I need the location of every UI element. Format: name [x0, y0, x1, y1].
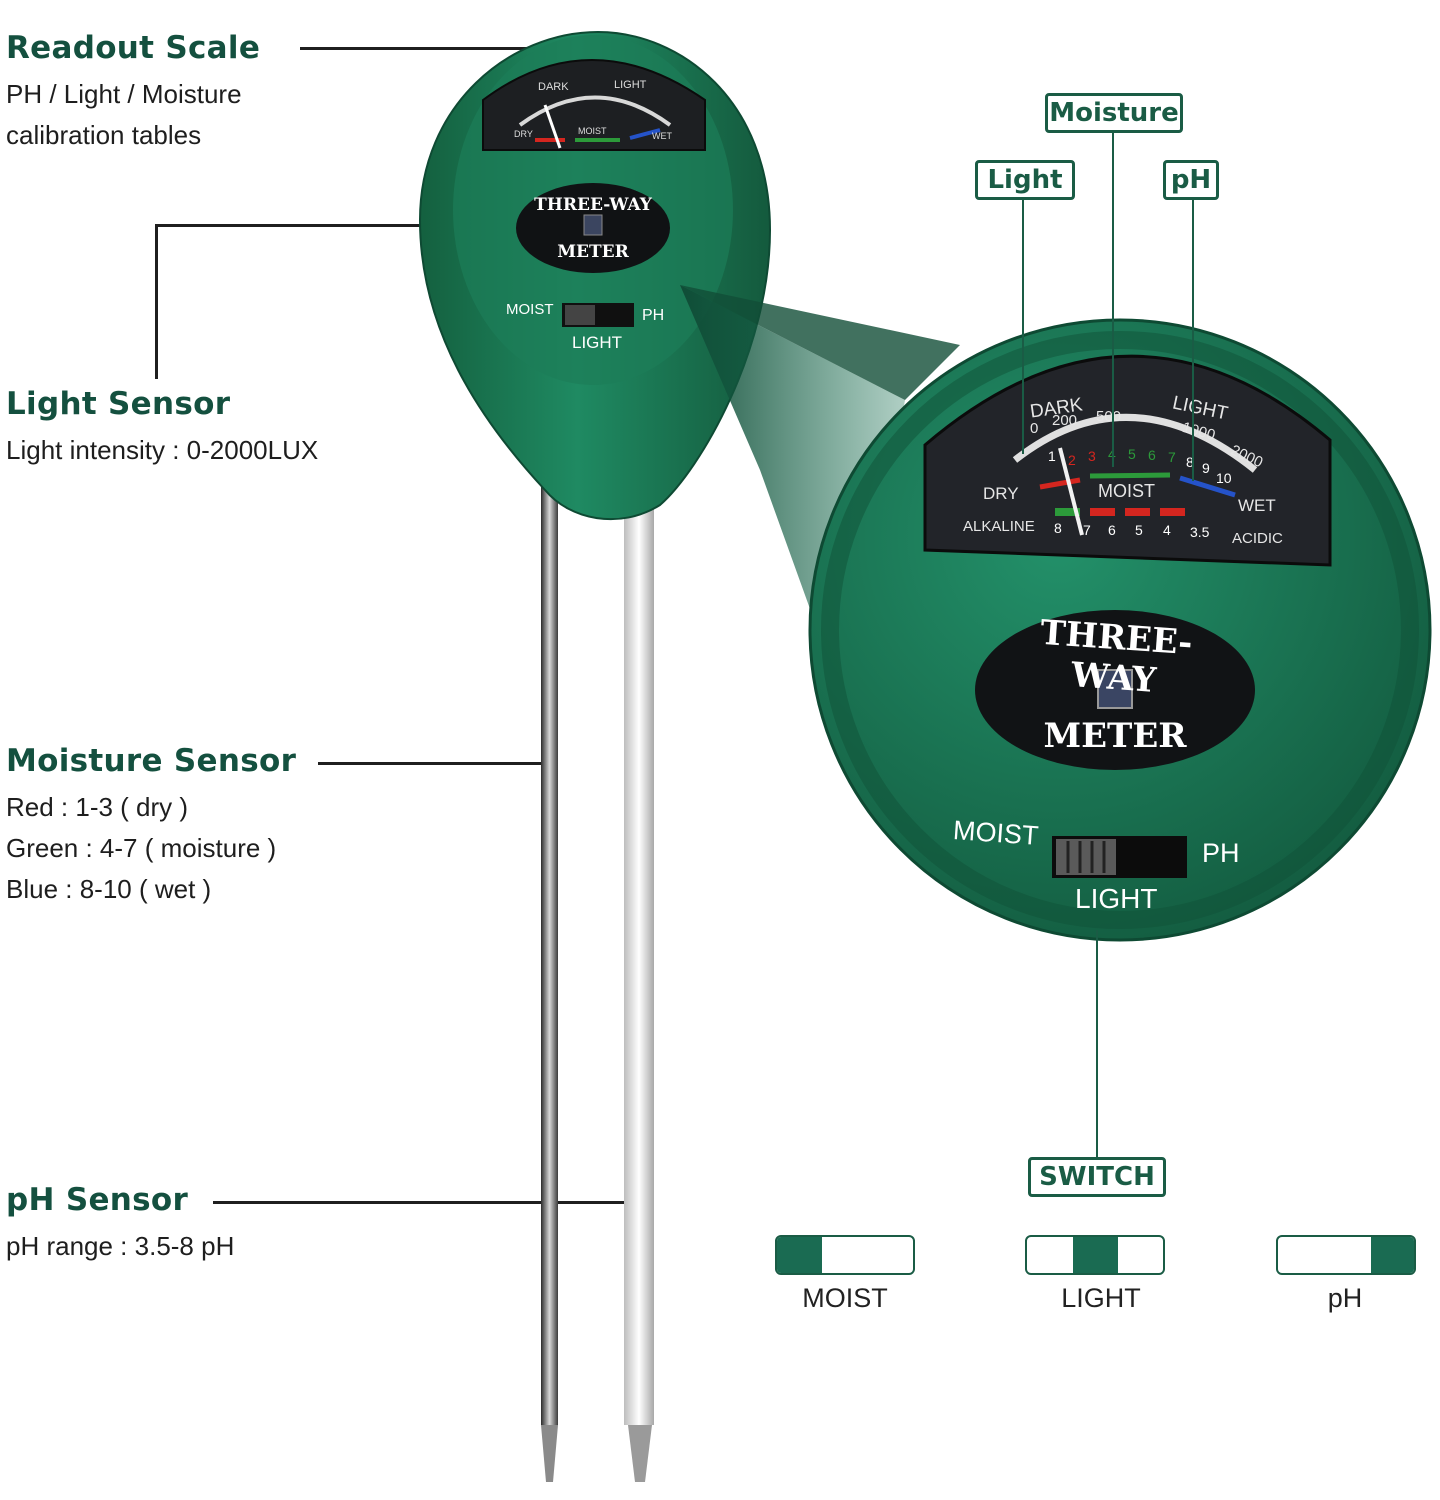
zoom-dial-needle — [1058, 447, 1084, 536]
moist-scale-6: 6 — [1148, 447, 1156, 463]
zoom-badge-top: THREE-WAY — [1039, 612, 1194, 701]
dial-moist-label: MOIST — [1098, 481, 1155, 501]
svg-text:PH: PH — [642, 307, 664, 324]
svg-text:DARK: DARK — [538, 81, 569, 93]
moist-scale-4: 4 — [1108, 446, 1116, 462]
moisture-sensor-title: Moisture Sensor — [6, 743, 297, 779]
readout-scale-title: Readout Scale — [6, 30, 261, 66]
small-dial-needle — [543, 104, 562, 149]
switch-mode-moist-icon — [775, 1235, 915, 1275]
ph-scale-5: 5 — [1135, 522, 1143, 538]
svg-text:WET: WET — [652, 131, 672, 141]
dial-alkaline-label: ALKALINE — [963, 518, 1035, 535]
switch-mode-light-icon — [1025, 1235, 1165, 1275]
moist-scale-5: 5 — [1128, 446, 1136, 462]
ph-sensor-desc: pH range : 3.5-8 pH — [6, 1231, 235, 1261]
zoom-switch-knob — [1056, 839, 1116, 875]
light-sensor-desc: Light intensity : 0-2000LUX — [6, 435, 319, 465]
dial-lux-0: 0 — [1030, 420, 1039, 437]
moist-scale-9: 9 — [1202, 460, 1210, 476]
callout-moisture-line — [1112, 132, 1114, 467]
svg-text:LIGHT: LIGHT — [614, 79, 647, 91]
svg-text:MOIST: MOIST — [506, 301, 554, 318]
ph-scale-6: 6 — [1108, 522, 1116, 538]
light-sensor-title: Light Sensor — [6, 386, 231, 422]
zoom-switch-moist: MOIST — [952, 815, 1040, 851]
moist-scale-1: 1 — [1048, 448, 1056, 464]
readout-leader-line — [300, 47, 545, 50]
zoom-wet-band — [1179, 475, 1236, 498]
ph-scale-4: 4 — [1163, 522, 1171, 538]
white-probe-tip — [628, 1425, 652, 1482]
callout-ph-line — [1192, 199, 1194, 481]
small-dial-arc — [518, 95, 672, 127]
svg-text:LIGHT: LIGHT — [572, 333, 622, 352]
callout-light: Light — [975, 160, 1075, 200]
dial-acidic-label: ACIDIC — [1232, 530, 1283, 547]
zoom-dry-band — [1039, 477, 1081, 490]
ph-leader-line — [213, 1201, 643, 1204]
switch-mode-light-label: LIGHT — [1061, 1283, 1141, 1313]
readout-scale-desc-2: calibration tables — [6, 120, 202, 150]
zoom-ph-bands — [1055, 508, 1185, 516]
zoom-dial-window — [923, 354, 1332, 567]
moisture-leader-line — [318, 762, 546, 765]
light-leader-horizontal — [155, 224, 585, 227]
callout-moisture: Moisture — [1045, 93, 1183, 133]
moisture-desc-blue: Blue : 8-10 ( wet ) — [6, 874, 212, 904]
callout-light-line — [1022, 199, 1024, 454]
dial-lux-500: 500 — [1096, 408, 1122, 425]
moist-scale-2: 2 — [1068, 452, 1076, 468]
callout-ph: pH — [1163, 160, 1219, 200]
svg-text:DRY: DRY — [514, 129, 533, 139]
zoom-switch-light: LIGHT — [1075, 883, 1158, 914]
zoom-switch-ph: PH — [1202, 838, 1240, 868]
switch-mode-moist-label: MOIST — [802, 1283, 888, 1313]
svg-text:MOIST: MOIST — [578, 126, 607, 136]
dial-wet-label: WET — [1238, 496, 1276, 515]
svg-text:THREE-WAY: THREE-WAY — [534, 195, 653, 215]
dial-lux-200: 200 — [1052, 412, 1078, 429]
metal-probe-tip — [541, 1425, 558, 1482]
light-leader-vertical — [155, 224, 158, 379]
callout-switch: SWITCH — [1028, 1157, 1166, 1197]
zoom-dial-arc — [1012, 413, 1258, 473]
svg-text:METER: METER — [557, 242, 629, 262]
switch-mode-ph-label: pH — [1327, 1283, 1363, 1313]
zoom-badge-bottom: METER — [1043, 716, 1187, 756]
small-dial-window — [482, 59, 706, 151]
zoom-badge-sensor — [1097, 669, 1133, 709]
ph-sensor-title: pH Sensor — [6, 1182, 189, 1218]
moist-scale-3: 3 — [1088, 448, 1096, 464]
white-probe — [624, 480, 654, 1425]
readout-scale-desc-1: PH / Light / Moisture — [6, 79, 242, 109]
moist-scale-7: 7 — [1168, 449, 1176, 465]
ph-scale-8: 8 — [1054, 520, 1062, 536]
dial-dry-label: DRY — [983, 484, 1019, 503]
switch-mode-ph-icon — [1276, 1235, 1416, 1275]
moisture-desc-green: Green : 4-7 ( moisture ) — [6, 833, 277, 863]
ph-scale-3-5: 3.5 — [1190, 524, 1210, 540]
moist-scale-10: 10 — [1216, 470, 1232, 486]
callout-switch-line — [1096, 930, 1098, 1158]
metal-probe — [541, 470, 558, 1425]
moist-scale-8: 8 — [1186, 454, 1194, 470]
moisture-desc-red: Red : 1-3 ( dry ) — [6, 792, 189, 822]
zoom-moist-band — [1089, 472, 1171, 479]
ph-scale-7: 7 — [1083, 522, 1091, 538]
